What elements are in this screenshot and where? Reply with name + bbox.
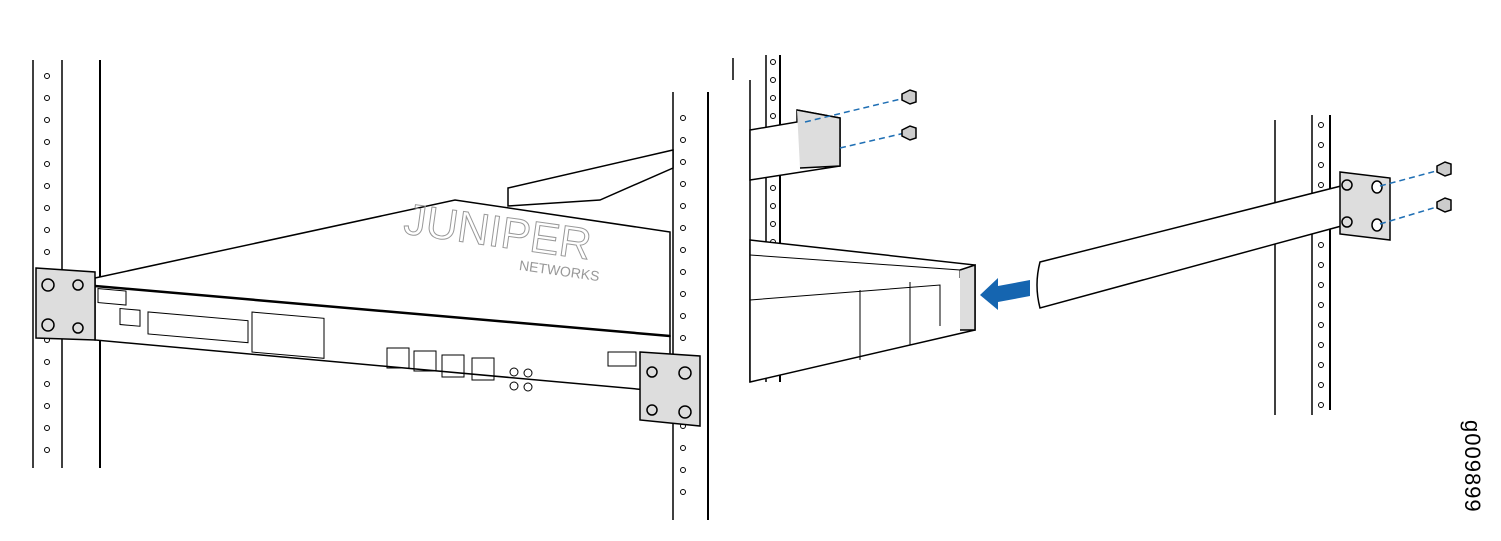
front-left-mount-ear bbox=[35, 267, 96, 341]
mounting-screws bbox=[901, 89, 1452, 213]
rack-hole bbox=[1318, 122, 1324, 128]
rack-hole bbox=[770, 221, 776, 227]
rack-hole bbox=[1318, 282, 1324, 288]
rack-hole bbox=[44, 359, 50, 365]
left-rack-rear-post bbox=[672, 92, 709, 520]
rack-hole bbox=[44, 73, 50, 79]
rack-hole bbox=[44, 95, 50, 101]
rack-hole bbox=[44, 227, 50, 233]
rack-hole bbox=[1318, 182, 1324, 188]
rack-hole bbox=[770, 77, 776, 83]
rack-hole bbox=[680, 137, 686, 143]
rack-hole bbox=[1318, 322, 1324, 328]
rack-hole bbox=[770, 203, 776, 209]
rack-hole bbox=[44, 183, 50, 189]
rack-hole bbox=[1318, 362, 1324, 368]
rack-hole bbox=[770, 185, 776, 191]
rack-holes bbox=[1318, 122, 1324, 408]
device-ports bbox=[97, 288, 637, 392]
left-rack-front-post bbox=[32, 60, 101, 468]
rack-hole bbox=[1318, 302, 1324, 308]
rear-mount-bracket-loose bbox=[1036, 184, 1346, 309]
rack-hole bbox=[680, 291, 686, 297]
rack-hole bbox=[680, 225, 686, 231]
rack-hole bbox=[680, 489, 686, 495]
rack-hole bbox=[1318, 142, 1324, 148]
slide-direction-arrow bbox=[980, 278, 1030, 310]
rack-hole bbox=[44, 161, 50, 167]
rack-hole bbox=[1318, 382, 1324, 388]
rack-hole bbox=[770, 59, 776, 65]
rack-hole bbox=[44, 249, 50, 255]
rack-hole bbox=[1318, 262, 1324, 268]
screw-alignment-lines bbox=[804, 97, 1441, 225]
rear-bracket-plate bbox=[1339, 171, 1391, 241]
rack-hole bbox=[44, 381, 50, 387]
rack-hole bbox=[1318, 342, 1324, 348]
right-rack-rear-post bbox=[1274, 115, 1331, 415]
rack-hole bbox=[680, 115, 686, 121]
rack-hole bbox=[680, 313, 686, 319]
rack-hole bbox=[680, 335, 686, 341]
rack-hole bbox=[44, 447, 50, 453]
rack-hole bbox=[1318, 162, 1324, 168]
rack-hole bbox=[44, 117, 50, 123]
rack-hole bbox=[1318, 242, 1324, 248]
rack-holes bbox=[44, 73, 50, 453]
rack-hole bbox=[680, 159, 686, 165]
rack-hole bbox=[680, 467, 686, 473]
rack-hole bbox=[44, 425, 50, 431]
rack-holes bbox=[680, 115, 686, 495]
rack-hole bbox=[44, 205, 50, 211]
rack-hole bbox=[1318, 402, 1324, 408]
rack-hole bbox=[680, 203, 686, 209]
rack-hole bbox=[680, 269, 686, 275]
rack-hole bbox=[680, 445, 686, 451]
device-side-view bbox=[749, 239, 976, 383]
figure-id-label: g009899 bbox=[1460, 420, 1485, 513]
rack-hole bbox=[680, 247, 686, 253]
rack-hole bbox=[770, 95, 776, 101]
rack-hole bbox=[44, 139, 50, 145]
rack-hole bbox=[770, 113, 776, 119]
rack-hole bbox=[44, 403, 50, 409]
rack-hole bbox=[680, 181, 686, 187]
rear-mount-bracket bbox=[507, 149, 674, 207]
front-right-mount-ear bbox=[639, 351, 701, 427]
